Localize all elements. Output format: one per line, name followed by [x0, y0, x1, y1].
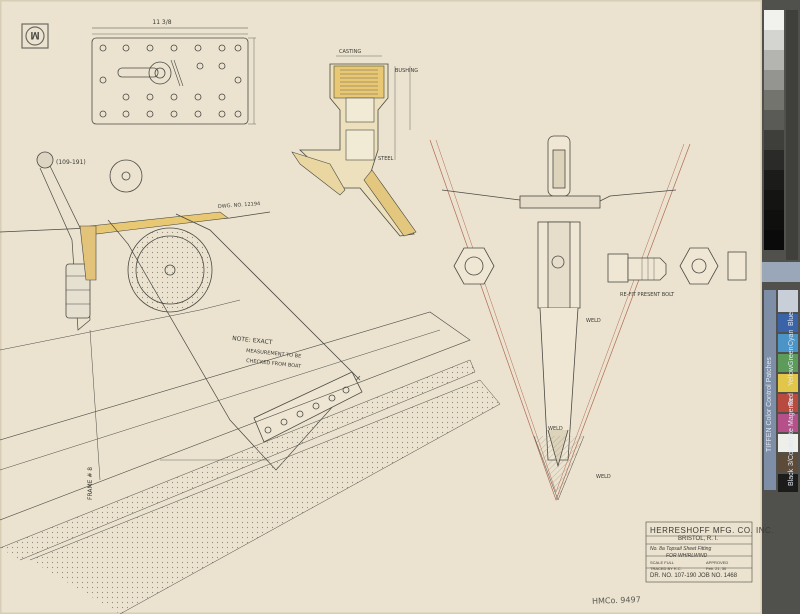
- traced-value: K.C.: [673, 566, 682, 571]
- plate-drawing: [91, 27, 256, 125]
- pencil-archive-mark: HMCo. 9497: [591, 595, 641, 606]
- weld-label-3: WELD: [596, 474, 611, 480]
- scale-value: FULL: [664, 560, 675, 565]
- color-strip-label: 3/Color: [788, 443, 795, 466]
- color-strip-label: Green: [788, 346, 795, 366]
- color-strip-label: Blue: [788, 311, 795, 326]
- drawing-subject: No. 8a Topsail Sheet Fitting: [650, 546, 712, 552]
- color-strip-label: White: [788, 428, 795, 446]
- hex-nut-left: [453, 247, 495, 285]
- color-strip-label: Cyan: [788, 329, 795, 346]
- approved-label: APPROVED: [706, 560, 729, 565]
- scale-label: SCALE: [650, 560, 664, 565]
- weld-label-1: WELD: [586, 318, 601, 324]
- bushing-section: [291, 55, 417, 237]
- job-number: 1468: [723, 573, 738, 579]
- traced-row: TRACED BY K.C. Feb. 21, 30: [650, 566, 726, 571]
- title-block-frame: [645, 521, 753, 583]
- drawing-vessel: FOR WHIRLWIND: [666, 553, 708, 559]
- scale-row: SCALE FULL APPROVED: [650, 560, 728, 565]
- bushing-label: BUSHING: [395, 68, 418, 74]
- drawing-number: 107-190: [674, 573, 697, 579]
- bolt-drawing: [607, 253, 667, 283]
- plate-dimension: 11 3/8: [152, 19, 171, 26]
- steel-label: STEEL: [378, 156, 394, 162]
- dwg-ref-label: DWG. NO. 12194: [218, 201, 261, 210]
- fitting-assembly: [0, 151, 501, 614]
- company-name: HERRESHOFF MFG. CO. INC.: [650, 526, 774, 535]
- color-strip-label: Black: [788, 468, 795, 486]
- job-number-label: JOB NO.: [698, 573, 723, 579]
- color-control-strip: [762, 0, 800, 614]
- note-line-1: NOTE: EXACT: [232, 335, 273, 346]
- refit-bolt-label: RE-FIT PRESENT BOLT: [620, 292, 675, 298]
- title-block: HERRESHOFF MFG. CO. INC. BRISTOL, R. I. …: [646, 522, 774, 582]
- frame-label: FRAME # 8: [87, 467, 94, 500]
- number-row: DR. NO. 107-190 JOB NO. 1468: [650, 573, 737, 579]
- color-strip-label: Red: [788, 393, 795, 406]
- company-city: BRISTOL, R. I.: [678, 536, 718, 542]
- color-strip-brand: TIFFEN Color Control Patches: [766, 357, 773, 452]
- drawing-number-label: DR. NO.: [650, 573, 673, 579]
- note-line-2: MEASUREMENT TO BE: [246, 348, 302, 360]
- note-line-3: CHECKED FROM BOAT: [246, 358, 303, 370]
- traced-label: TRACED BY: [650, 566, 673, 571]
- weld-label-2: WELD: [548, 426, 563, 432]
- date-value: Feb. 21, 30: [706, 566, 727, 571]
- ref-label: (109-191): [56, 159, 86, 166]
- m-stamp: M: [21, 23, 49, 49]
- hex-nut-right: [679, 247, 747, 285]
- color-strip-label: Yellow: [788, 366, 795, 386]
- casting-label: CASTING: [339, 49, 361, 55]
- m-stamp-letter: M: [30, 29, 39, 41]
- v-section-drawing: [429, 135, 691, 502]
